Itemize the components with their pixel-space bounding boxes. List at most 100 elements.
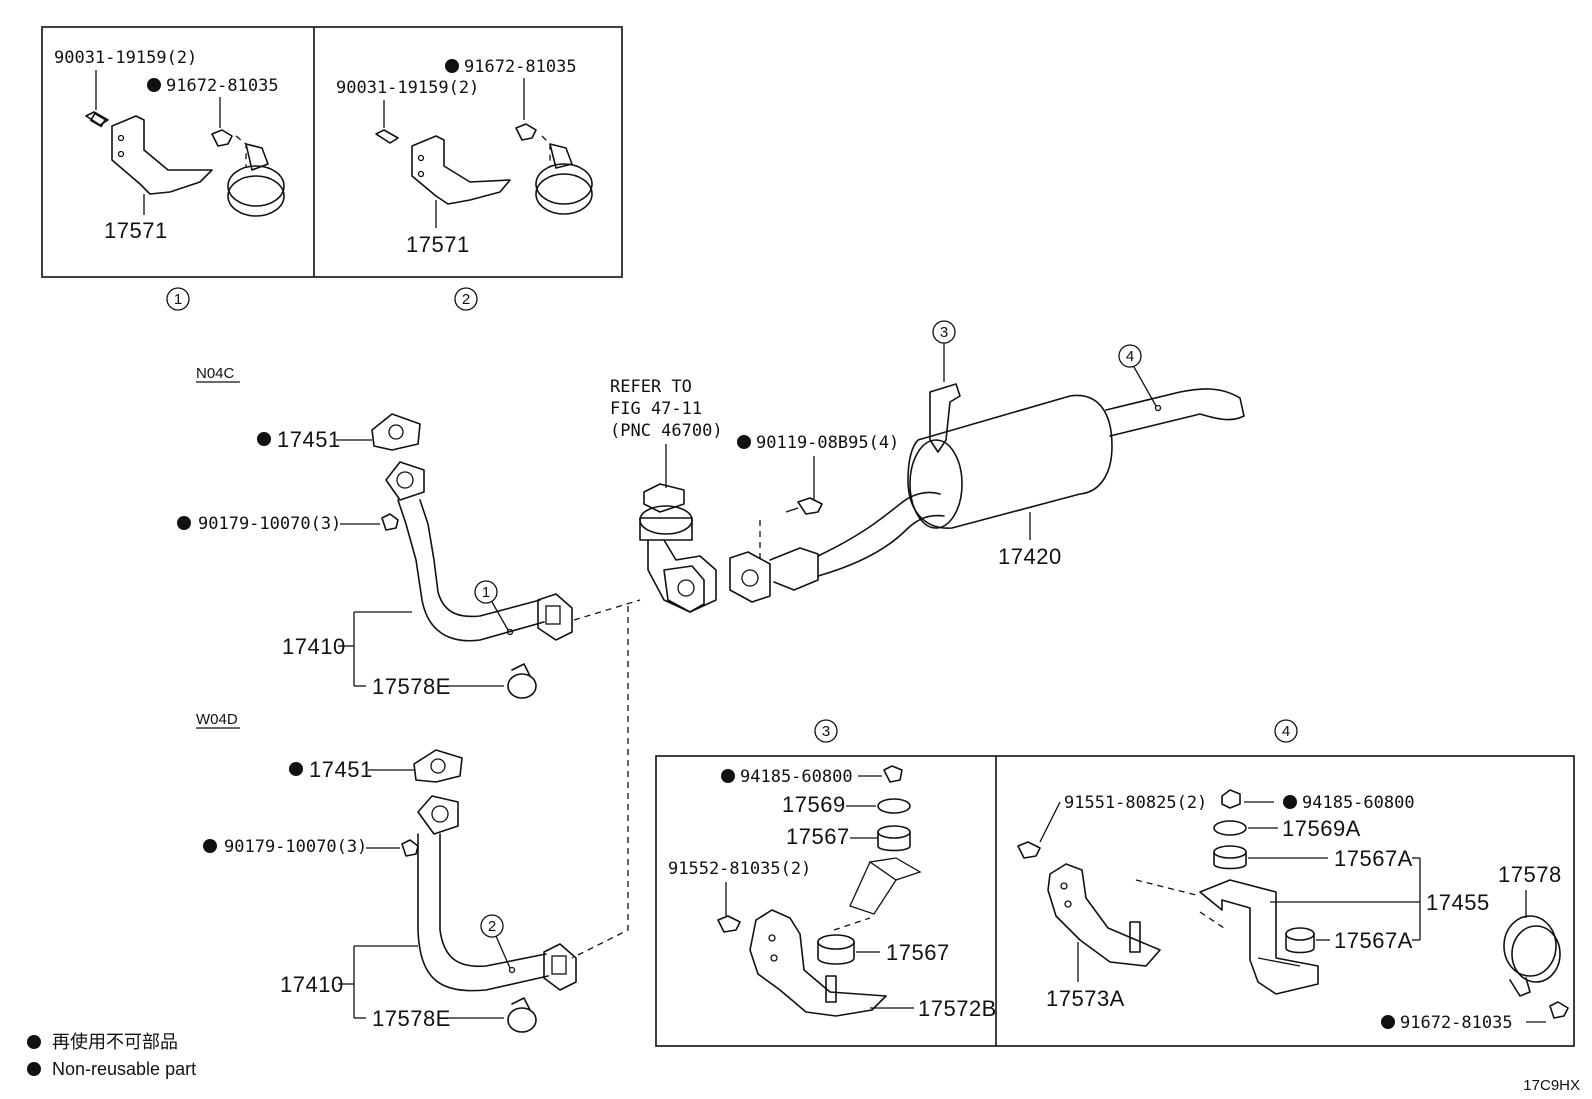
svg-text:1: 1 — [174, 291, 182, 308]
engine-label-n04c: N04C — [196, 365, 235, 382]
svg-text:4: 4 — [1126, 348, 1134, 365]
nut-icon — [1221, 789, 1241, 809]
bolt-center-label: 90119-08B95(4) — [756, 433, 899, 453]
inset4-washer-label: 17569A — [1282, 816, 1361, 841]
non-reusable-mark — [257, 432, 271, 446]
clamp-icon — [535, 135, 593, 215]
clamp-icon — [507, 997, 537, 1033]
marker-2-pipe: 2 — [480, 914, 516, 974]
bolt-icon — [717, 915, 741, 933]
marker-4-main: 4 — [1118, 344, 1162, 412]
non-reusable-mark — [203, 839, 217, 853]
pipe-bot-label: 17410 — [280, 972, 344, 997]
cushion-icon — [1285, 927, 1315, 954]
pipe-top-label: 17410 — [282, 634, 346, 659]
inset1-bolt-label: 90031-19159(2) — [54, 48, 197, 68]
refer-line-3: (PNC 46700) — [610, 421, 723, 441]
inset-1: 90031-19159(2) 91672-81035 17571 — [54, 48, 285, 243]
inset2-nut-label: 91672-81035 — [464, 57, 577, 77]
inset4-bolt-label: 91551-80825(2) — [1064, 793, 1207, 813]
inset4-clamp-nut-label: 91672-81035 — [1400, 1013, 1513, 1033]
marker-4: 4 — [1274, 719, 1298, 743]
nut-icon — [515, 123, 537, 141]
engine-label-w04d: W04D — [196, 711, 238, 728]
inset4-clamp-label: 17578 — [1498, 862, 1562, 887]
inset-box-bottom — [655, 755, 1575, 1047]
bolt-icon — [1549, 1001, 1569, 1019]
muffler-label: 17420 — [998, 544, 1062, 569]
legend: 再使用不可部品 Non-reusable part — [27, 1032, 196, 1079]
inset2-bolt-label: 90031-19159(2) — [336, 78, 479, 98]
legend-jp: 再使用不可部品 — [52, 1032, 178, 1052]
non-reusable-mark — [737, 435, 751, 449]
clamp-top-label: 17578E — [372, 674, 451, 699]
inset3-bracket-label: 17572B — [918, 996, 997, 1021]
non-reusable-mark — [445, 59, 459, 73]
marker-2: 2 — [454, 287, 478, 311]
inset3-cushion-lower-label: 17567 — [886, 940, 950, 965]
diagram-code: 17C9HX — [1523, 1077, 1580, 1094]
non-reusable-mark — [1381, 1015, 1395, 1029]
non-reusable-mark — [721, 769, 735, 783]
inset2-bracket-label: 17571 — [406, 232, 470, 257]
non-reusable-mark — [177, 516, 191, 530]
refer-line-2: FIG 47-11 — [610, 399, 702, 419]
marker-3-main: 3 — [932, 320, 956, 382]
nut-icon — [401, 839, 419, 857]
marker-1: 1 — [166, 287, 190, 311]
clamp-icon — [227, 135, 285, 217]
bracket-17572b-icon — [749, 909, 887, 1017]
hanger-bracket-icon — [833, 857, 922, 931]
clamp-icon — [1503, 915, 1561, 997]
cushion-icon — [877, 825, 911, 852]
inset4-bracket-label: 17573A — [1046, 986, 1125, 1011]
inset3-washer-label: 17569 — [782, 792, 846, 817]
cushion-icon — [817, 934, 855, 965]
clamp-icon — [507, 663, 537, 699]
inset1-nut-label: 91672-81035 — [166, 76, 279, 96]
non-reusable-mark — [1283, 795, 1297, 809]
inset4-nut-label: 94185-60800 — [1302, 793, 1415, 813]
clamp-bot-label: 17578E — [372, 1006, 451, 1031]
washer-icon — [1213, 820, 1247, 836]
exhaust-brake-valve-icon — [639, 483, 717, 613]
svg-text:2: 2 — [462, 291, 470, 308]
tail-pipe-icon — [769, 491, 945, 591]
nut-icon — [211, 129, 233, 147]
non-reusable-mark — [27, 1035, 41, 1049]
inset1-bracket-label: 17571 — [104, 218, 168, 243]
non-reusable-mark — [27, 1062, 41, 1076]
marker-3: 3 — [814, 719, 838, 743]
svg-text:2: 2 — [488, 918, 496, 935]
nut-icon — [883, 765, 903, 783]
bolt-icon — [375, 129, 399, 144]
legend-en: Non-reusable part — [52, 1059, 196, 1079]
bolt-icon — [1017, 841, 1041, 859]
washer-icon — [877, 798, 911, 814]
bolt-icon — [785, 497, 823, 515]
gasket-bot-label: 17451 — [309, 757, 373, 782]
non-reusable-mark — [147, 78, 161, 92]
cushion-icon — [1213, 845, 1247, 870]
inset3-nut-label: 94185-60800 — [740, 767, 853, 787]
inset4-cushion-lower-label: 17567A — [1334, 928, 1413, 953]
heat-bracket-icon — [111, 115, 213, 195]
non-reusable-mark — [289, 762, 303, 776]
inset-3: 94185-60800 17569 17567 91552-81035(2) 1… — [668, 765, 997, 1021]
svg-text:4: 4 — [1282, 723, 1290, 740]
svg-text:3: 3 — [822, 723, 830, 740]
bracket-17573a-icon — [1047, 863, 1161, 967]
inset3-cushion-label: 17567 — [786, 824, 850, 849]
inset-2: 91672-81035 90031-19159(2) 17571 — [336, 57, 593, 257]
inset-box-top — [41, 26, 623, 278]
inset4-cushion-upper-label: 17567A — [1334, 846, 1413, 871]
svg-text:1: 1 — [482, 584, 490, 601]
hanger-assembly-icon — [1135, 879, 1319, 995]
svg-text:3: 3 — [940, 324, 948, 341]
gasket-icon — [371, 413, 421, 451]
gasket-top-label: 17451 — [277, 427, 341, 452]
inset4-assembly-label: 17455 — [1426, 890, 1490, 915]
gasket-icon — [413, 749, 463, 783]
flange-icon — [729, 551, 771, 603]
